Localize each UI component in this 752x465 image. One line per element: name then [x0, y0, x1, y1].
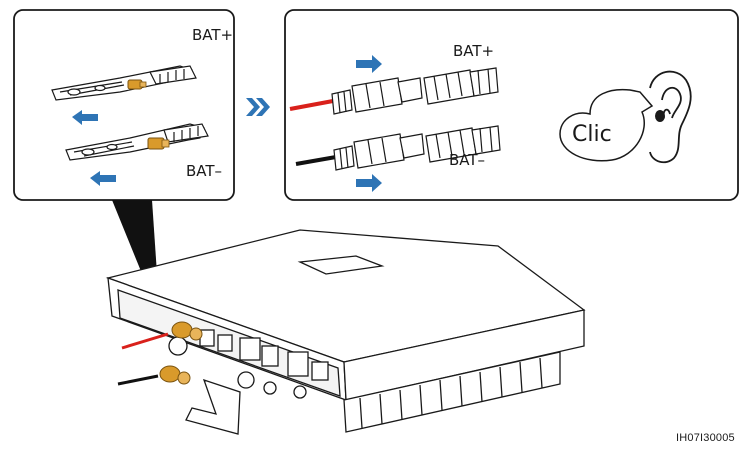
inverter-positive-cable — [121, 332, 169, 350]
inverter-negative-cable — [117, 374, 159, 386]
positive-male-connector — [331, 77, 423, 115]
right-bat-plus-label: BAT+ — [453, 42, 495, 60]
negative-cable — [295, 155, 337, 166]
blue-arrow-icon — [90, 171, 116, 186]
double-chevron-arrow-icon — [246, 98, 270, 116]
click-sound-text: Clic — [572, 122, 612, 147]
right-bat-minus-label: BAT– — [449, 151, 486, 169]
inverter-unit — [105, 229, 586, 435]
blue-arrow-icon — [72, 110, 98, 125]
blue-arrow-icon — [356, 174, 382, 192]
left-bat-plus-label: BAT+ — [192, 26, 234, 44]
bat-plus-brass-pin — [127, 79, 147, 90]
right-detail-panel — [284, 9, 739, 201]
blue-arrow-icon — [356, 55, 382, 73]
positive-cable — [289, 99, 334, 111]
left-bat-minus-label: BAT– — [186, 162, 223, 180]
ear-icon — [649, 70, 692, 164]
inverter-bat-plus-connector — [171, 321, 203, 341]
figure-code: IH07I30005 — [676, 432, 735, 444]
left-detail-panel — [13, 9, 235, 201]
bat-minus-disassembly-tool — [65, 123, 209, 161]
inverter-bat-minus-connector — [159, 365, 191, 385]
negative-male-connector — [333, 133, 425, 171]
bat-minus-brass-pin — [147, 137, 170, 150]
negative-female-connector — [425, 125, 501, 163]
bat-plus-disassembly-tool — [51, 65, 197, 101]
positive-female-connector — [423, 67, 499, 105]
speech-bubble-icon — [559, 88, 654, 162]
